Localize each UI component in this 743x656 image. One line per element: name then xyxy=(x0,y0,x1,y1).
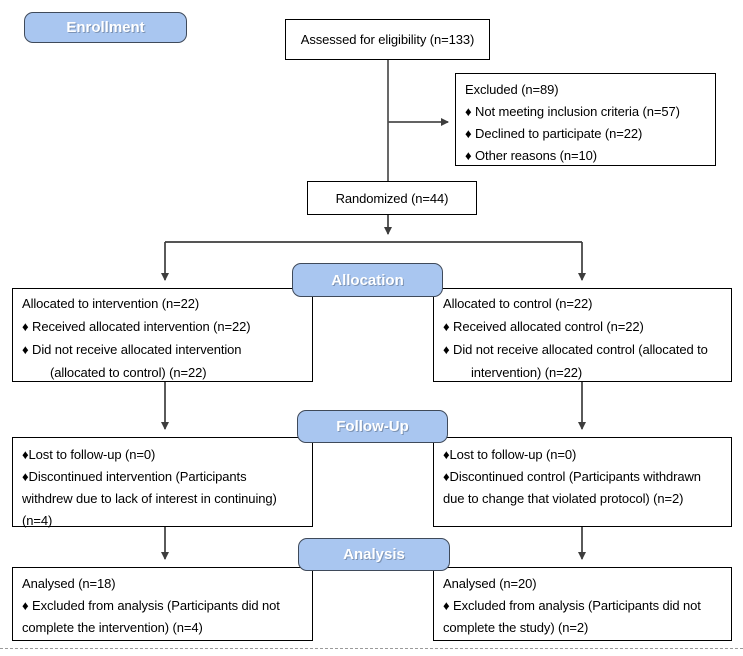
box-line: ♦ Received allocated intervention (n=22) xyxy=(22,319,251,334)
box-line: withdrew due to lack of interest in cont… xyxy=(22,491,277,506)
stage-label-followup: Follow-Up xyxy=(297,410,448,443)
assessed-box: Assessed for eligibility (n=133) xyxy=(285,19,490,60)
box-line: ♦ Excluded from analysis (Participants d… xyxy=(443,598,701,613)
box-line: complete the intervention) (n=4) xyxy=(22,620,203,635)
box-line: complete the study) (n=2) xyxy=(443,620,589,635)
box-line: Randomized (n=44) xyxy=(335,190,449,206)
box-line: ♦Discontinued intervention (Participants xyxy=(22,469,247,484)
box-line: (allocated to control) (n=22) xyxy=(50,365,207,380)
box-line: due to change that violated protocol) (n… xyxy=(443,491,684,506)
box-line: ♦ Received allocated control (n=22) xyxy=(443,319,644,334)
box-line: Analysed (n=20) xyxy=(443,576,537,591)
analysis-intervention-box: Analysed (n=18) ♦ Excluded from analysis… xyxy=(12,567,313,641)
box-line: ♦ Not meeting inclusion criteria (n=57) xyxy=(465,104,680,119)
box-line: Assessed for eligibility (n=133) xyxy=(300,32,475,47)
box-line: ♦ Excluded from analysis (Participants d… xyxy=(22,598,280,613)
box-line: ♦Discontinued control (Participants with… xyxy=(443,469,701,484)
box-line: Analysed (n=18) xyxy=(22,576,116,591)
box-line: Excluded (n=89) xyxy=(465,82,559,97)
analysis-control-box: Analysed (n=20) ♦ Excluded from analysis… xyxy=(433,567,732,641)
page-break-dashed-line xyxy=(0,648,743,649)
stage-label-allocation: Allocation xyxy=(292,263,443,297)
followup-control-box: ♦Lost to follow-up (n=0) ♦Discontinued c… xyxy=(433,437,732,527)
stage-label-text: Analysis xyxy=(343,546,405,563)
stage-label-text: Follow-Up xyxy=(336,418,409,435)
box-line: ♦ Did not receive allocated control (all… xyxy=(443,342,708,357)
box-line: (n=4) xyxy=(22,513,53,528)
box-line: ♦ Declined to participate (n=22) xyxy=(465,126,643,141)
stage-label-text: Enrollment xyxy=(66,19,145,36)
stage-label-enrollment: Enrollment xyxy=(24,12,187,43)
randomized-box: Randomized (n=44) xyxy=(307,181,477,215)
stage-label-analysis: Analysis xyxy=(298,538,450,571)
box-line: ♦ Did not receive allocated intervention xyxy=(22,342,242,357)
box-line: Allocated to intervention (n=22) xyxy=(22,296,200,311)
allocation-control-box: Allocated to control (n=22) ♦ Received a… xyxy=(433,288,732,382)
stage-label-text: Allocation xyxy=(331,271,404,289)
followup-intervention-box: ♦Lost to follow-up (n=0) ♦Discontinued i… xyxy=(12,437,313,528)
box-line: ♦ Other reasons (n=10) xyxy=(465,148,597,163)
box-line: ♦Lost to follow-up (n=0) xyxy=(443,447,577,462)
box-line: Allocated to control (n=22) xyxy=(443,296,593,311)
box-line: intervention) (n=22) xyxy=(471,365,583,380)
box-line: ♦Lost to follow-up (n=0) xyxy=(22,447,156,462)
excluded-box: Excluded (n=89) ♦ Not meeting inclusion … xyxy=(455,73,716,166)
allocation-intervention-box: Allocated to intervention (n=22) ♦ Recei… xyxy=(12,288,313,382)
